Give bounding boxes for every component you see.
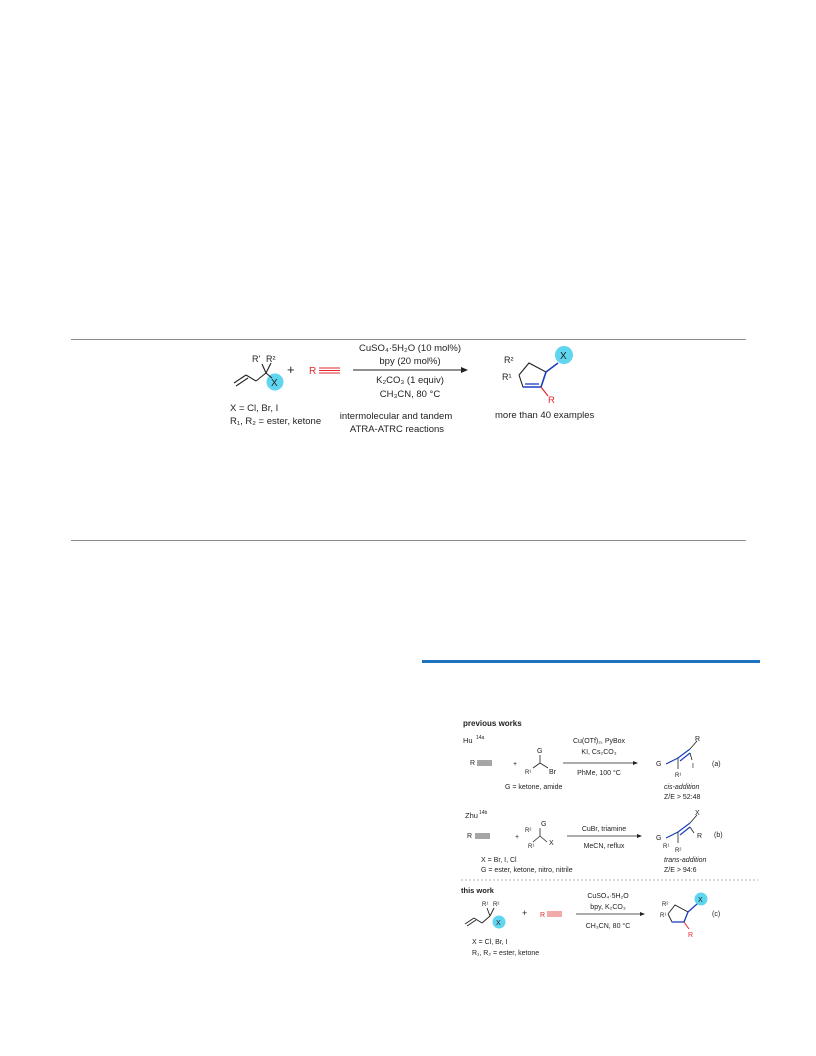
this-work-product-r2: R²	[662, 902, 668, 908]
scheme-figure: previous works Hu 14a R + G R¹ Br Cu(OTf…	[461, 719, 758, 957]
row-b-r1: R¹	[528, 844, 534, 850]
row-b-x: X	[549, 840, 554, 847]
condition-base: K₂CO₃ (1 equiv)	[376, 375, 444, 386]
scheme-row-a: Hu 14a R + G R¹ Br Cu(OTf)₂, PyBox KI, C…	[463, 735, 721, 801]
row-b-ratio: Z/E > 94:6	[664, 867, 697, 874]
previous-works-heading: previous works	[463, 719, 522, 728]
product-x-highlight	[555, 346, 573, 364]
substrate-x-label: X	[271, 378, 278, 389]
scheme-row-c: this work X R¹ R² + R CuSO₄·5H₂O bpy, K₂…	[461, 886, 720, 957]
row-a-ref: Hu	[463, 736, 473, 745]
toc-graphic: X R' R² + R CuSO₄·5H₂O (10 mol%) bpy (20…	[230, 343, 595, 435]
this-work-product-r1: R¹	[660, 913, 666, 919]
row-a-product-g: G	[656, 761, 661, 768]
product-r1-label: R¹	[502, 372, 512, 382]
row-b-r2: R²	[525, 828, 531, 834]
row-b-product-r1: R¹	[663, 844, 669, 850]
this-work-substrate-r1: R¹	[482, 902, 488, 908]
row-b-product	[665, 814, 698, 843]
alkyne-triple-bond	[319, 367, 340, 374]
toc-plus-sign: +	[287, 362, 295, 377]
row-a-reagent-bottom: PhMe, 100 °C	[577, 769, 621, 777]
row-a-br: Br	[549, 769, 557, 776]
this-work-product-r: R	[688, 932, 693, 939]
toc-r-definition: R₁, R₂ = ester, ketone	[230, 416, 321, 427]
row-b-g: G	[541, 821, 546, 828]
row-a-ref-sup: 14a	[476, 735, 485, 741]
this-work-reagent-top: CuSO₄·5H₂O	[587, 893, 629, 900]
row-b-g-definition: G = ester, ketone, nitro, nitrile	[481, 867, 573, 874]
row-b-tag: (b)	[714, 832, 723, 839]
row-a-stereo-note: cis-addition	[664, 784, 700, 791]
product-x-label: X	[560, 351, 567, 362]
row-b-product-x: X	[695, 810, 700, 817]
row-b-alkyne-r: R	[467, 833, 472, 840]
x-highlight-circle	[266, 373, 284, 391]
row-a-product-r1: R¹	[675, 773, 681, 779]
row-a-reagent-top: Cu(OTf)₂, PyBox	[573, 738, 626, 745]
this-work-tag: (c)	[712, 911, 720, 918]
toc-product: X R² R¹ R	[502, 346, 573, 406]
row-a-g-definition: G = ketone, amide	[505, 784, 563, 791]
this-work-plus: +	[522, 908, 527, 918]
scheme-row-b: Zhu 14b R + G R² X R¹ CuBr, triamine MeC…	[465, 810, 723, 874]
toc-x-definition: X = Cl, Br, I	[230, 403, 278, 414]
row-a-g: G	[537, 748, 542, 755]
row-b-ref: Zhu	[465, 811, 478, 820]
toc-caption-line1: intermolecular and tandem	[340, 411, 453, 422]
substrate-r2-label: R²	[266, 354, 276, 364]
this-work-product: X R² R¹ R	[660, 892, 708, 939]
row-a-plus: +	[513, 761, 517, 768]
row-b-ref-sup: 14b	[479, 810, 488, 816]
condition-ligand: bpy (20 mol%)	[379, 356, 440, 367]
toc-examples-count: more than 40 examples	[495, 410, 595, 421]
section-accent-bar	[422, 660, 760, 663]
alkyne-r-label: R	[309, 366, 316, 377]
this-work-x-definition: X = Cl, Br, I	[472, 939, 508, 946]
substrate-r1-label: R'	[252, 354, 260, 364]
row-b-plus: +	[515, 834, 519, 841]
row-b-stereo-note: trans-addition	[664, 857, 707, 864]
row-b-product-g: G	[656, 835, 661, 842]
this-work-heading: this work	[461, 886, 495, 895]
row-a-alkyne-r: R	[470, 760, 475, 767]
this-work-alkyne-r: R	[540, 912, 545, 919]
condition-solvent: CH₃CN, 80 °C	[380, 389, 441, 400]
row-a-product-r: R	[695, 736, 700, 743]
row-b-reagent-top: CuBr, triamine	[582, 826, 626, 833]
product-r-label: R	[548, 395, 555, 406]
this-work-r-definition: R₁, R₂ = ester, ketone	[472, 950, 539, 957]
row-b-product-r: R	[697, 833, 702, 840]
this-work-reagent-mid: bpy, K₂CO₃	[590, 904, 626, 911]
row-a-tag: (a)	[712, 761, 721, 768]
product-r2-label: R²	[504, 355, 514, 365]
row-a-reagent-mid: KI, Cs₂CO₃	[581, 749, 616, 756]
toc-top-rule	[71, 339, 746, 340]
this-work-reagent-bottom: CH₃CN, 80 °C	[586, 922, 631, 930]
row-a-ratio: Z/E > 52:48	[664, 794, 700, 801]
toc-caption-line2: ATRA-ATRC reactions	[350, 424, 444, 435]
this-work-substrate-r2: R²	[493, 902, 499, 908]
substrate-skeleton	[233, 362, 272, 387]
this-work-x-highlight	[492, 915, 506, 929]
row-a-r1: R¹	[525, 770, 531, 776]
row-b-reagent-bottom: MeCN, reflux	[584, 843, 625, 850]
this-work-product-x: X	[698, 897, 703, 904]
row-a-product	[665, 740, 698, 769]
toc-bottom-rule	[71, 540, 746, 541]
row-b-x-definition: X = Br, I, Cl	[481, 857, 517, 864]
row-a-product-i: I	[692, 763, 694, 770]
this-work-substrate-x: X	[496, 920, 501, 927]
row-b-product-r2: R²	[675, 848, 681, 854]
condition-catalyst: CuSO₄·5H₂O (10 mol%)	[359, 343, 461, 354]
